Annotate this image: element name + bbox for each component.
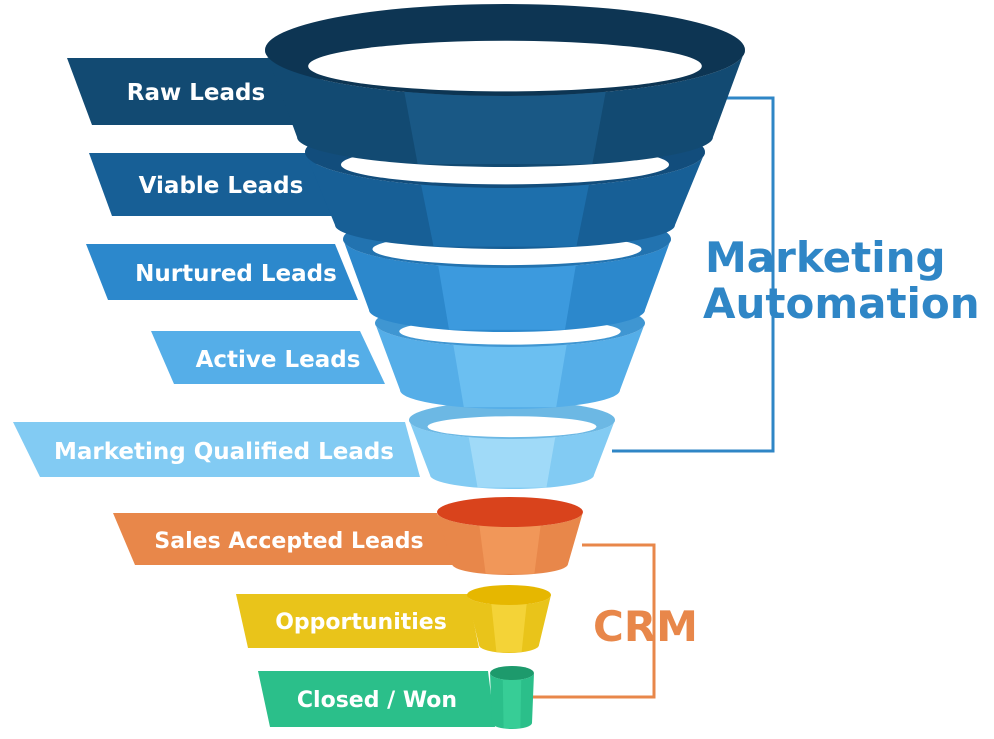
stage-tabs bbox=[13, 58, 495, 727]
segment-opening bbox=[427, 416, 597, 438]
stage-labels: Closed / Won Opportunities Sales Accepted … bbox=[54, 80, 457, 713]
crm-label: CRM bbox=[593, 602, 698, 651]
segment-highlight bbox=[421, 184, 589, 247]
group-labels: Marketing Automation CRM bbox=[593, 233, 980, 651]
segment-highlight bbox=[404, 91, 606, 164]
funnel-segment-raw-leads bbox=[265, 4, 745, 167]
segment-rim bbox=[467, 585, 551, 605]
segment-highlight bbox=[491, 604, 527, 653]
stage-label-raw-leads: Raw Leads bbox=[127, 80, 265, 106]
stage-label-sales-accepted-leads: Sales Accepted Leads bbox=[154, 529, 423, 554]
marketing-automation-label-line1: Marketing bbox=[705, 233, 946, 282]
segment-highlight bbox=[479, 525, 541, 574]
segment-highlight bbox=[453, 344, 567, 408]
marketing-automation-bracket bbox=[612, 96, 775, 453]
stage-tab-active-leads bbox=[151, 331, 385, 384]
group-brackets bbox=[530, 96, 775, 699]
funnel-segment-sales-accepted-leads bbox=[437, 497, 583, 575]
marketing-automation-label-line2: Automation bbox=[703, 279, 980, 328]
stage-tab-marketing-qualified-leads bbox=[13, 422, 420, 477]
stage-label-viable-leads: Viable Leads bbox=[139, 173, 304, 199]
stage-label-active-leads: Active Leads bbox=[196, 347, 361, 373]
stage-tab-opportunities bbox=[236, 594, 479, 648]
stage-label-nurtured-leads: Nurtured Leads bbox=[135, 261, 337, 287]
stage-label-marketing-qualified-leads: Marketing Qualified Leads bbox=[54, 439, 394, 465]
funnel-segments bbox=[265, 4, 745, 729]
segment-highlight bbox=[438, 265, 576, 330]
crm-bracket bbox=[530, 543, 656, 699]
segment-highlight bbox=[502, 679, 522, 729]
stage-tab-sales-accepted-leads bbox=[113, 513, 458, 565]
segment-rim bbox=[490, 666, 534, 680]
stage-tab-closed-won bbox=[258, 671, 495, 727]
stage-label-closed-won: Closed / Won bbox=[297, 688, 457, 713]
segment-opening bbox=[308, 40, 702, 92]
stage-label-opportunities: Opportunities bbox=[275, 610, 447, 635]
funnel-segment-marketing-qualified-leads bbox=[409, 401, 615, 489]
funnel-segment-opportunities bbox=[467, 585, 551, 653]
stage-tab-raw-leads bbox=[67, 58, 338, 125]
stage-tab-viable-leads bbox=[89, 153, 338, 216]
segment-rim bbox=[437, 497, 583, 527]
stage-tab-nurtured-leads bbox=[86, 244, 358, 300]
funnel-segment-closed-won bbox=[490, 666, 534, 729]
segment-highlight bbox=[468, 437, 556, 488]
